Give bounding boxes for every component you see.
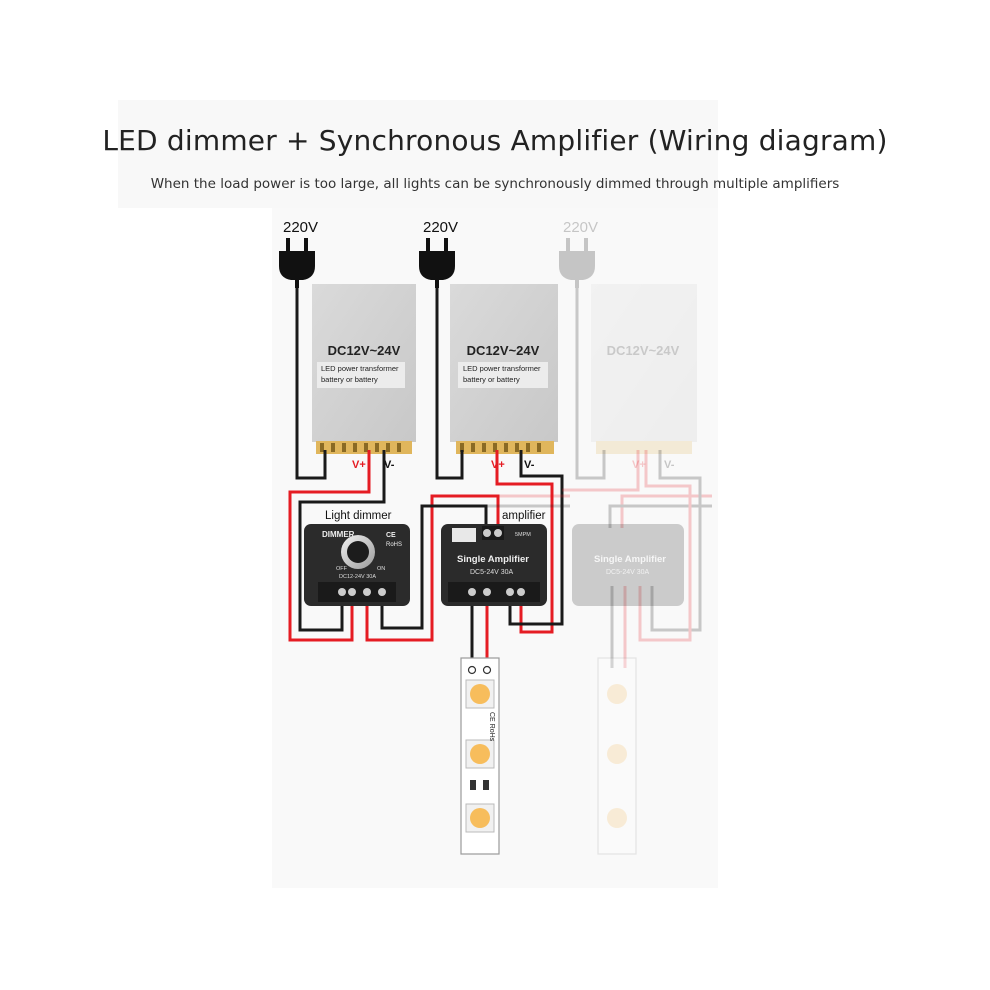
- terminal-block-3: [596, 441, 692, 454]
- strip-resistor-1: [470, 780, 476, 790]
- supply-line1-2: LED power transformer: [463, 364, 541, 373]
- dimmer-brand: DIMMER: [322, 530, 355, 539]
- plug-voltage-label-2: 220V: [423, 219, 458, 236]
- dimmer-ce-mark: CE: [386, 532, 396, 539]
- plug-icon: [559, 238, 595, 288]
- vminus-label-1: V-: [384, 459, 395, 471]
- strip-pad-minus: [467, 665, 477, 675]
- amplifier-2-rating: DC5-24V 30A: [606, 569, 650, 576]
- supply-line2-1: battery or battery: [321, 375, 378, 384]
- light-dimmer: Light dimmer DIMMER CE RoHS OFF ON DC12-…: [304, 510, 410, 606]
- amplifier-input-screw-icons: [483, 529, 502, 537]
- vplus-label-1: V+: [352, 459, 366, 471]
- amplifier-caption: amplifier: [502, 510, 546, 522]
- led-emitter-2: [470, 744, 490, 764]
- led-emitter-3: [470, 808, 490, 828]
- dimmer-screw-icons: [338, 588, 386, 596]
- supply-label-plate-1: [317, 362, 405, 388]
- amplifier-name: Single Amplifier: [457, 554, 529, 565]
- power-supply-box-3: [591, 284, 697, 442]
- wires: [288, 288, 564, 668]
- led-strip-2-faded: [597, 657, 637, 855]
- vminus-label-3: V-: [664, 459, 675, 471]
- dimmer-rating: DC12-24V 30A: [339, 574, 376, 580]
- dimmer-on-label: ON: [377, 566, 385, 572]
- single-amplifier: amplifier 5MPM Single Amplifier DC5-24V …: [441, 510, 547, 606]
- supply-line1-1: LED power transformer: [321, 364, 399, 373]
- amplifier-rating: DC5-24V 30A: [470, 569, 514, 576]
- power-unit-3-faded: 220V DC12V~24V V+ V-: [559, 219, 697, 471]
- page-subtitle: When the load power is too large, all li…: [150, 176, 840, 192]
- terminal-block-1: [316, 441, 412, 454]
- page-title: LED dimmer + Synchronous Amplifier (Wiri…: [102, 124, 888, 157]
- strip-resistor-2: [483, 780, 489, 790]
- plug-voltage-label-1: 220V: [283, 219, 318, 236]
- dimmer-rohs-mark: RoHS: [386, 542, 402, 548]
- strip-ce-text: CE RoHs: [488, 712, 495, 742]
- single-amplifier-2-faded: Single Amplifier DC5-24V 30A: [572, 524, 684, 606]
- amplifier-output-terminals: [448, 582, 540, 602]
- dimmer-off-label: OFF: [336, 566, 348, 572]
- plug-icon: [279, 238, 315, 288]
- vplus-label-3: V+: [632, 459, 646, 471]
- strip-pad-plus: [482, 665, 492, 675]
- faded-wires: [422, 288, 712, 668]
- supply-title-1: DC12V~24V: [328, 343, 401, 358]
- amplifier-output-screw-icons: [468, 588, 525, 596]
- power-unit-1: 220V DC12V~24V LED power transformer bat…: [279, 219, 416, 471]
- amplifier-tag: 5MPM: [515, 532, 531, 538]
- plug-icon: [419, 238, 455, 288]
- supply-title-2: DC12V~24V: [467, 343, 540, 358]
- led-emitter-1: [470, 684, 490, 704]
- header-band: [118, 100, 718, 208]
- power-unit-2: 220V DC12V~24V LED power transformer bat…: [419, 219, 558, 471]
- supply-title-3: DC12V~24V: [607, 343, 680, 358]
- supply-line2-2: battery or battery: [463, 375, 520, 384]
- supply-label-plate-2: [458, 362, 548, 388]
- terminal-block-2: [456, 441, 554, 454]
- amplifier-input-sticker: [452, 528, 476, 542]
- vminus-label-2: V-: [524, 459, 535, 471]
- plug-voltage-label-3: 220V: [563, 219, 598, 236]
- dimmer-terminals: [318, 582, 396, 602]
- led-strip: CE RoHs: [460, 657, 500, 855]
- dimmer-caption: Light dimmer: [325, 510, 392, 522]
- dimmer-knob-cap: [347, 541, 369, 563]
- amplifier-2-name: Single Amplifier: [594, 554, 666, 565]
